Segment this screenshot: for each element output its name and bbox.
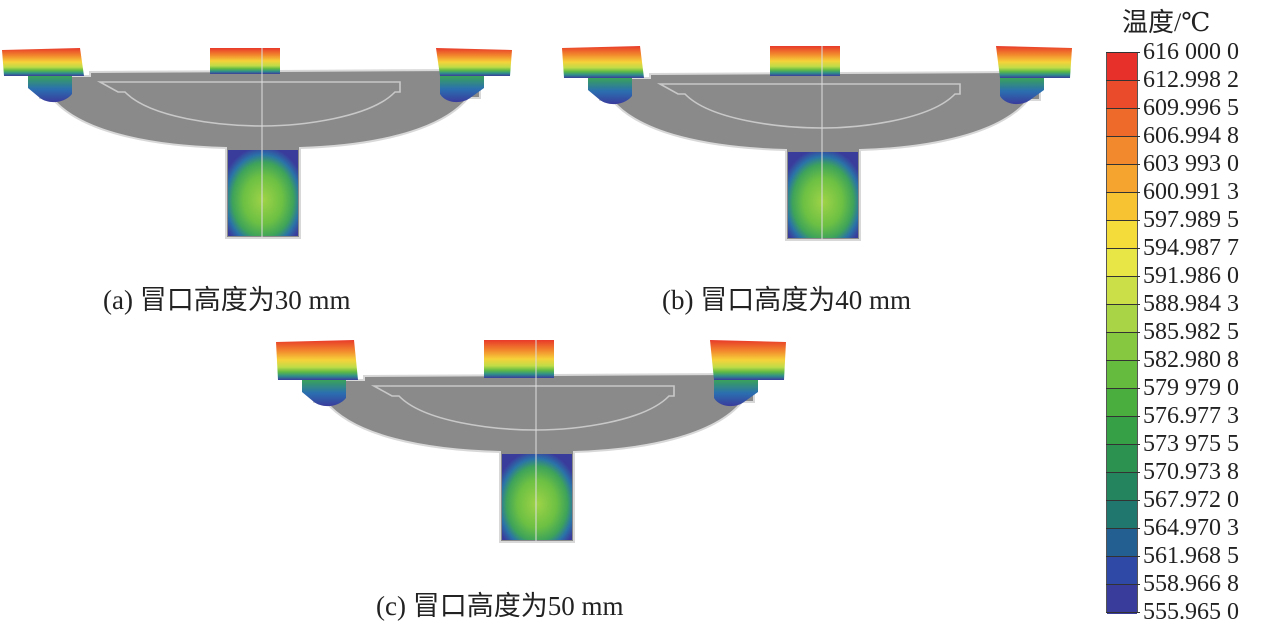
- legend-tick: [1106, 276, 1140, 277]
- color-swatch: [1107, 277, 1137, 306]
- legend-label: 555.965 0: [1143, 599, 1239, 625]
- legend-tick: [1106, 108, 1140, 109]
- panel-a-temperature-field: [2, 48, 512, 239]
- legend-label: 561.968 5: [1143, 543, 1239, 569]
- legend-tick: [1106, 416, 1140, 417]
- panel-c-temperature-field: [276, 340, 786, 543]
- legend-label: 609.996 5: [1143, 95, 1239, 121]
- legend-tick: [1106, 556, 1140, 557]
- legend-tick: [1106, 136, 1140, 137]
- legend-label: 558.966 8: [1143, 571, 1239, 597]
- legend-tick: [1106, 304, 1140, 305]
- legend-tick: [1106, 444, 1140, 445]
- legend-tick: [1106, 80, 1140, 81]
- stem-temperature-zone: [502, 454, 572, 540]
- legend-tick: [1106, 52, 1140, 53]
- color-swatch: [1107, 473, 1137, 502]
- caption-c: (c) 冒口高度为50 mm: [376, 591, 624, 621]
- legend-tick: [1106, 332, 1140, 333]
- color-swatch: [1107, 137, 1137, 166]
- left-riser: [276, 340, 358, 380]
- color-swatch: [1107, 249, 1137, 278]
- legend-label: 616 000 0: [1143, 39, 1239, 65]
- legend-tick: [1106, 220, 1140, 221]
- right-riser: [996, 46, 1072, 78]
- color-swatch: [1107, 81, 1137, 110]
- color-swatch: [1107, 529, 1137, 558]
- color-swatch: [1107, 165, 1137, 194]
- right-riser-fringe: [440, 76, 484, 103]
- color-swatch: [1107, 109, 1137, 138]
- right-riser-fringe: [1000, 78, 1044, 105]
- color-swatch: [1107, 501, 1137, 530]
- color-swatch: [1107, 361, 1137, 390]
- legend-label: 570.973 8: [1143, 459, 1239, 485]
- legend-label: 576.977 3: [1143, 403, 1239, 429]
- color-swatch: [1107, 333, 1137, 362]
- right-riser-fringe: [714, 380, 758, 407]
- legend-label: 564.970 3: [1143, 515, 1239, 541]
- caption-b: (b) 冒口高度为40 mm: [662, 285, 911, 315]
- color-swatch: [1107, 221, 1137, 250]
- legend-tick: [1106, 248, 1140, 249]
- legend-label: 591.986 0: [1143, 263, 1239, 289]
- color-swatch: [1107, 193, 1137, 222]
- color-swatch: [1107, 557, 1137, 586]
- legend-tick: [1106, 472, 1140, 473]
- legend-label: 600.991 3: [1143, 179, 1239, 205]
- legend-label: 585.982 5: [1143, 319, 1239, 345]
- legend-tick: [1106, 388, 1140, 389]
- stem-temperature-zone: [228, 150, 298, 236]
- legend-label: 588.984 3: [1143, 291, 1239, 317]
- legend-label: 612.998 2: [1143, 67, 1239, 93]
- left-riser-fringe: [302, 380, 346, 407]
- caption-a: (a) 冒口高度为30 mm: [103, 285, 351, 315]
- color-swatch: [1107, 585, 1137, 614]
- color-swatch: [1107, 445, 1137, 474]
- color-swatch: [1107, 53, 1137, 82]
- legend-tick: [1106, 192, 1140, 193]
- color-swatch: [1107, 305, 1137, 334]
- color-swatch: [1107, 417, 1137, 446]
- legend-label: 573 975 5: [1143, 431, 1239, 457]
- color-swatch: [1107, 389, 1137, 418]
- legend-label: 606.994 8: [1143, 123, 1239, 149]
- legend-label: 567.972 0: [1143, 487, 1239, 513]
- center-riser: [484, 340, 554, 378]
- legend-tick: [1106, 528, 1140, 529]
- legend-title: 温度/℃: [1122, 8, 1211, 37]
- right-riser: [710, 340, 786, 380]
- legend-tick: [1106, 164, 1140, 165]
- left-riser-fringe: [588, 78, 632, 105]
- legend-label: 582.980 8: [1143, 347, 1239, 373]
- left-riser-fringe: [28, 76, 72, 103]
- legend-tick: [1106, 360, 1140, 361]
- legend-label: 594.987 7: [1143, 235, 1239, 261]
- stem-temperature-zone: [788, 152, 858, 238]
- center-riser: [770, 46, 840, 76]
- legend-label: 603 993 0: [1143, 151, 1239, 177]
- legend-label: 579 979 0: [1143, 375, 1239, 401]
- legend-tick: [1106, 584, 1140, 585]
- legend-label: 597.989 5: [1143, 207, 1239, 233]
- panel-b-temperature-field: [562, 46, 1072, 241]
- left-riser: [562, 46, 644, 78]
- legend-tick: [1106, 500, 1140, 501]
- right-riser: [436, 48, 512, 76]
- center-riser: [210, 48, 280, 74]
- legend-tick: [1106, 612, 1140, 613]
- left-riser: [2, 48, 84, 76]
